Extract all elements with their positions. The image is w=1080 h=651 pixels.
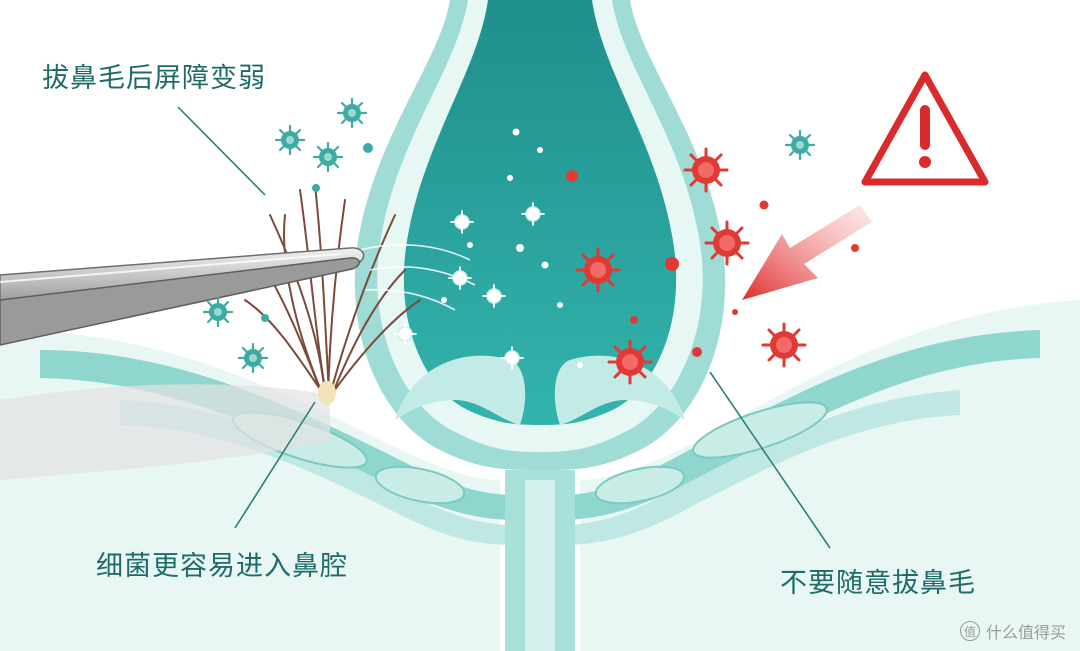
bacteria-icon: [336, 97, 368, 129]
bacteria-icon: [607, 339, 653, 385]
bacteria-icon: [683, 147, 729, 193]
septum-stem-core: [525, 480, 555, 651]
bacteria-icon: [202, 296, 234, 328]
hair-root: [318, 381, 336, 405]
turbinate-left: [395, 355, 526, 425]
watermark: 值 什么值得买: [959, 619, 1066, 643]
tweezers-icon: [0, 247, 365, 346]
turbinate-right: [554, 355, 685, 425]
bone-pad-right-2: [594, 465, 686, 505]
warning-triangle-icon: [861, 71, 989, 186]
leader-line-bottom-left: [234, 401, 316, 529]
leader-line-top: [177, 106, 266, 196]
leader-lines: [177, 106, 831, 549]
lower-tissue-right: [580, 300, 1080, 651]
tweezer-shadow: [0, 384, 330, 480]
bacteria-icon: [704, 220, 750, 266]
bacteria-icon: [237, 342, 269, 374]
nose-hair-icon: [244, 184, 421, 396]
watermark-logo-icon: 值: [959, 621, 980, 641]
label-barrier-weakened: 拔鼻毛后屏障变弱: [42, 63, 266, 94]
bone-pad-right: [692, 401, 828, 459]
watermark-text: 什么值得买: [985, 623, 1066, 642]
bacteria-icon: [784, 129, 816, 161]
bacteria-icon: [274, 124, 306, 156]
arrow-icon: [742, 205, 872, 300]
bacteria-icon: [761, 322, 807, 368]
bacteria-icon: [575, 247, 621, 293]
label-bacteria-enter: 细菌更容易进入鼻腔: [96, 551, 348, 582]
label-do-not-pluck: 不要随意拔鼻毛: [780, 568, 976, 599]
bacteria-icon: [312, 141, 344, 173]
leader-line-bottom-right: [709, 371, 831, 549]
tissue-band-right-inner: [560, 390, 960, 545]
bone-pad-left-2: [374, 465, 466, 505]
